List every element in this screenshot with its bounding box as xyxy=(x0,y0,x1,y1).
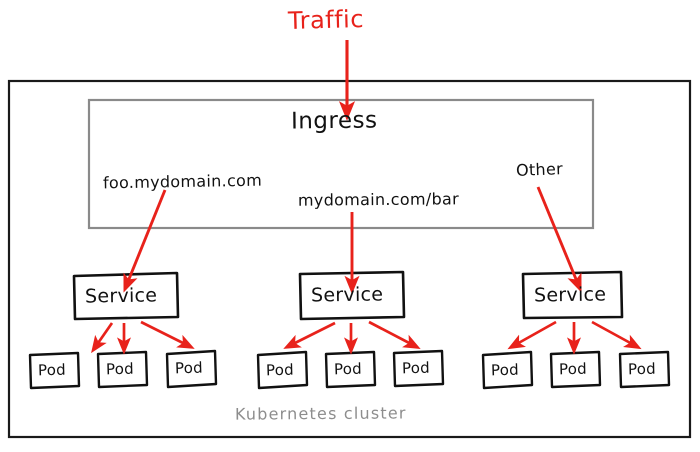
pod-box-3-3[interactable] xyxy=(618,350,671,389)
route-label-bar: mydomain.com/bar xyxy=(297,189,460,210)
pod-label-1-3: Pod xyxy=(174,358,204,378)
service-box-1[interactable] xyxy=(72,271,180,321)
pod-label-1-1: Pod xyxy=(37,360,67,380)
pod-box-2-1[interactable] xyxy=(256,350,309,390)
pod-label-3-2: Pod xyxy=(558,359,588,379)
pod-label-3-1: Pod xyxy=(490,360,520,380)
pod-label-3-3: Pod xyxy=(627,359,657,379)
route-label-other: Other xyxy=(515,159,564,180)
pod-box-1-3[interactable] xyxy=(165,349,218,389)
service-1-arrow-pod-3 xyxy=(140,320,195,349)
pod-label-1-2: Pod xyxy=(105,359,135,379)
pod-box-2-3[interactable] xyxy=(392,349,445,388)
cluster-caption: Kubernetes cluster xyxy=(234,403,407,424)
service-label-1: Service xyxy=(84,284,158,308)
route-arrow-other-to-service-3 xyxy=(536,186,582,293)
service-box-2[interactable] xyxy=(298,270,406,321)
pod-box-3-2[interactable] xyxy=(549,350,602,389)
ingress-box[interactable] xyxy=(87,98,595,230)
service-1-arrow-pod-1 xyxy=(91,322,114,354)
pod-label-2-2: Pod xyxy=(333,359,363,379)
pod-label-2-1: Pod xyxy=(265,360,295,380)
service-3-arrow-pod-1 xyxy=(507,320,557,350)
service-label-2: Service xyxy=(310,283,384,307)
service-label-3: Service xyxy=(533,283,607,307)
ingress-label: Ingress xyxy=(290,107,378,135)
route-arrow-foo-to-service-1 xyxy=(123,189,167,293)
service-2-arrow-pod-1 xyxy=(283,321,336,349)
cluster-boundary xyxy=(7,79,692,439)
pod-box-3-1[interactable] xyxy=(481,350,534,390)
service-box-3[interactable] xyxy=(521,270,624,320)
service-2-arrow-pod-3 xyxy=(368,320,421,350)
traffic-title: Traffic xyxy=(287,5,365,35)
service-3-arrow-pod-3 xyxy=(591,320,642,350)
pod-label-2-3: Pod xyxy=(401,358,431,378)
pod-box-1-1[interactable] xyxy=(28,351,81,390)
route-label-foo: foo.mydomain.com xyxy=(102,170,263,193)
